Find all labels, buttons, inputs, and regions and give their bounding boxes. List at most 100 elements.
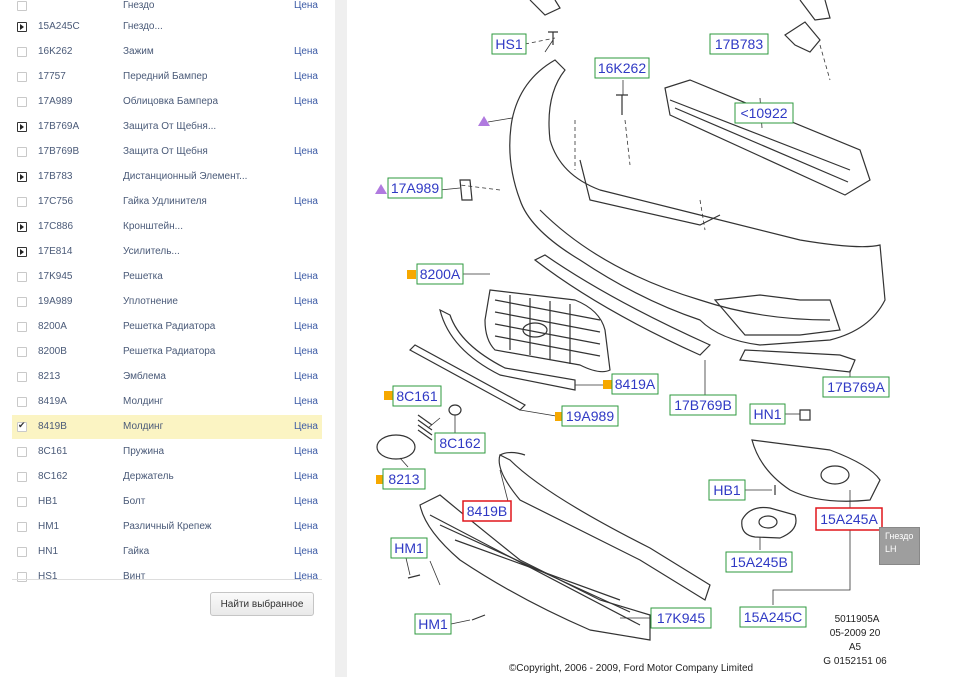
price-link[interactable]: Цена — [293, 396, 318, 407]
callout-box-l8213[interactable] — [382, 468, 426, 490]
expand-toggle-icon[interactable] — [17, 247, 27, 257]
checkbox[interactable] — [17, 497, 27, 507]
callout-box-l10922[interactable] — [734, 102, 794, 124]
callout-label-l17b769b[interactable]: 17B769B — [674, 397, 732, 413]
callout-box-hs1[interactable] — [491, 33, 527, 55]
price-link[interactable]: Цена — [293, 96, 318, 107]
callout-label-l19a989[interactable]: 19A989 — [566, 408, 614, 424]
callout-box-l8c161[interactable] — [392, 385, 442, 407]
checkbox[interactable] — [17, 522, 27, 532]
checkbox[interactable] — [17, 472, 27, 482]
callout-label-l15a245a[interactable]: 15A245A — [820, 511, 878, 527]
checkbox[interactable] — [17, 447, 27, 457]
callout-label-hs1[interactable]: HS1 — [495, 36, 522, 52]
callout-box-hm1b[interactable] — [414, 613, 452, 635]
checkbox[interactable] — [17, 297, 27, 307]
checkbox[interactable] — [17, 397, 27, 407]
price-link[interactable]: Цена — [293, 421, 318, 432]
price-link[interactable]: Цена — [293, 0, 318, 11]
callout-label-l15a245b[interactable]: 15A245B — [730, 554, 788, 570]
checkbox[interactable] — [17, 1, 27, 11]
price-link[interactable]: Цена — [293, 271, 318, 282]
callout-box-l17b783[interactable] — [709, 33, 769, 55]
callout-label-l8419a[interactable]: 8419A — [615, 376, 656, 392]
price-link[interactable]: Цена — [293, 196, 318, 207]
parts-list-row-partial[interactable]: Гнездо Цена — [12, 0, 322, 18]
callout-label-l8200a[interactable]: 8200A — [420, 266, 461, 282]
callout-box-hn1[interactable] — [749, 403, 786, 425]
callout-label-l17b769a[interactable]: 17B769A — [827, 379, 885, 395]
callout-box-l15a245c[interactable] — [739, 606, 807, 628]
checkbox[interactable] — [17, 47, 27, 57]
expand-toggle-icon[interactable] — [17, 122, 27, 132]
callout-box-l17a989[interactable] — [387, 177, 443, 199]
price-link[interactable]: Цена — [293, 446, 318, 457]
expand-toggle-icon[interactable] — [17, 22, 27, 32]
callout-box-l15a245a[interactable] — [815, 507, 883, 531]
price-link[interactable]: Цена — [293, 71, 318, 82]
checkbox[interactable] — [17, 572, 27, 582]
checkbox[interactable] — [17, 147, 27, 157]
callout-box-l8c162[interactable] — [434, 432, 486, 454]
callout-box-l15a245b[interactable] — [725, 551, 793, 573]
price-link[interactable]: Цена — [293, 521, 318, 532]
callout-label-l17k945[interactable]: 17K945 — [657, 610, 705, 626]
callout-box-l8419a[interactable] — [611, 373, 659, 395]
price-link[interactable]: Цена — [293, 496, 318, 507]
callout-label-l17a989[interactable]: 17A989 — [391, 180, 439, 196]
callout-label-hm1b[interactable]: HM1 — [418, 616, 448, 632]
callout-box-l8200a[interactable] — [416, 263, 464, 285]
callout-label-l8419b[interactable]: 8419B — [467, 503, 507, 519]
callout-label-l17b783[interactable]: 17B783 — [715, 36, 763, 52]
callout-label-l16k262[interactable]: 16K262 — [598, 60, 646, 76]
callout-label-l10922[interactable]: <10922 — [740, 105, 787, 121]
price-link[interactable]: Цена — [293, 46, 318, 57]
checkbox[interactable] — [17, 72, 27, 82]
checkbox[interactable] — [17, 547, 27, 557]
checkbox[interactable] — [17, 347, 27, 357]
price-link[interactable]: Цена — [293, 146, 318, 157]
callout-label-l8c162[interactable]: 8C162 — [439, 435, 480, 451]
price-link[interactable]: Цена — [293, 546, 318, 557]
find-selected-button[interactable]: Найти выбранное — [210, 592, 314, 616]
callout-label-hb1[interactable]: HB1 — [713, 482, 740, 498]
callout-label-l8c161[interactable]: 8C161 — [396, 388, 437, 404]
checkbox[interactable] — [17, 322, 27, 332]
price-link[interactable]: Цена — [293, 571, 318, 582]
callout-box-l19a989[interactable] — [561, 405, 619, 427]
price-link[interactable]: Цена — [293, 321, 318, 332]
checkbox[interactable] — [17, 197, 27, 207]
price-link[interactable]: Цена — [293, 346, 318, 357]
expand-toggle-icon[interactable] — [17, 222, 27, 232]
callout-box-l8419b[interactable] — [462, 500, 512, 522]
callout-box-hm1a[interactable] — [390, 537, 428, 559]
callout-label-l15a245c[interactable]: 15A245C — [744, 609, 802, 625]
callout-box-l17k945[interactable] — [650, 607, 712, 629]
callout-box-l17b769b[interactable] — [669, 394, 737, 416]
price-link[interactable]: Цена — [293, 296, 318, 307]
checkbox[interactable] — [17, 420, 27, 432]
checkbox[interactable] — [17, 97, 27, 107]
callout-label-l8213[interactable]: 8213 — [388, 471, 419, 487]
